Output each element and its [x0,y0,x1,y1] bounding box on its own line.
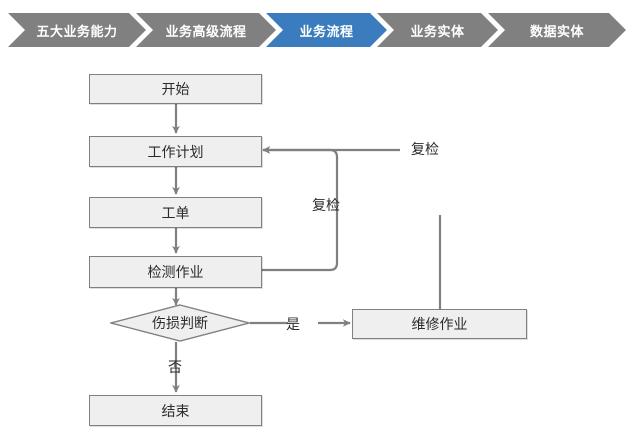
breadcrumb-item-1-label: 五大业务能力 [36,23,118,39]
node-end[interactable]: 结束 [89,395,262,426]
node-damage-decision-label: 伤损判断 [152,315,208,331]
breadcrumb-item-4-label: 业务实体 [410,23,465,39]
node-repair[interactable]: 维修作业 [352,309,527,339]
breadcrumb: 五大业务能力 业务高级流程 业务流程 业务实体 数据实体 [0,13,634,47]
breadcrumb-item-2-label: 业务高级流程 [165,23,247,39]
node-end-label: 结束 [161,402,190,419]
breadcrumb-item-4[interactable]: 业务实体 [377,13,498,47]
breadcrumb-item-5[interactable]: 数据实体 [488,13,626,47]
node-inspection[interactable]: 检测作业 [89,256,262,288]
node-start[interactable]: 开始 [89,74,262,104]
breadcrumb-item-1[interactable]: 五大业务能力 [8,13,146,47]
diamond-shape [110,304,250,342]
node-inspection-label: 检测作业 [147,264,204,280]
node-work-order-label: 工单 [161,204,190,221]
breadcrumb-item-5-label: 数据实体 [529,23,584,39]
breadcrumb-item-3-label: 业务流程 [299,23,354,39]
flowchart-connectors [172,104,442,393]
node-start-label: 开始 [161,81,190,97]
edge-label-recheck-outer: 复检 [411,141,439,157]
node-work-plan[interactable]: 工作计划 [89,136,262,167]
node-work-plan-label: 工作计划 [147,143,204,160]
node-repair-label: 维修作业 [411,316,468,332]
edge-label-no: 否 [168,359,182,375]
edge-label-recheck-inner: 复检 [312,197,340,213]
breadcrumb-item-3-active[interactable]: 业务流程 [266,13,387,47]
edge-label-yes: 是 [286,316,300,332]
flowchart: 开始 工作计划 工单 检测作业 伤损判断 结束 维修作业 是 否 复检 复检 [0,47,634,439]
node-damage-decision[interactable]: 伤损判断 [110,304,250,342]
breadcrumb-item-2[interactable]: 业务高级流程 [136,13,276,47]
node-work-order[interactable]: 工单 [89,197,262,228]
